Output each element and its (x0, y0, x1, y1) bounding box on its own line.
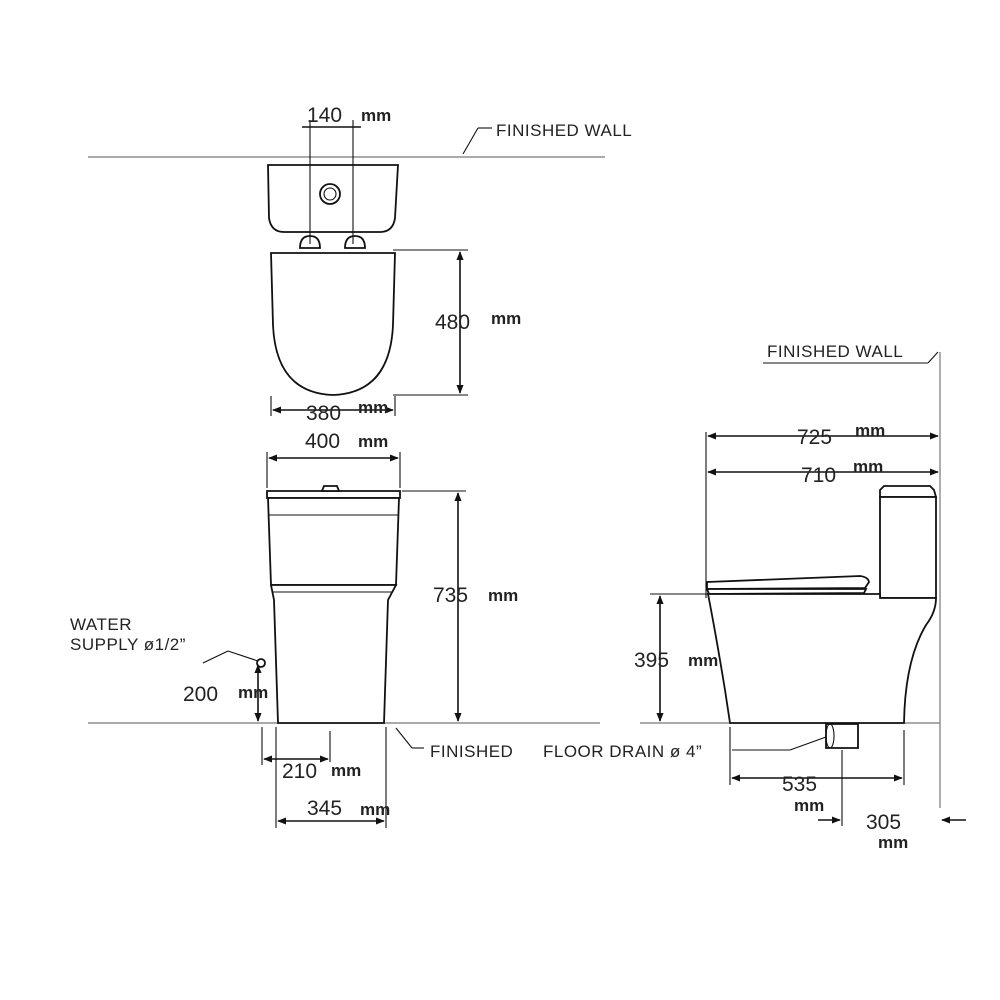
floor-drain-pipe-end (825, 723, 835, 749)
bowl-side-outline (706, 593, 937, 724)
dim-140-unit: mm (361, 106, 391, 125)
dim-395-unit: mm (688, 651, 718, 670)
dim-305-unit: mm (878, 833, 908, 852)
dim-345-value: 345 (307, 797, 342, 820)
dim-710-unit: mm (853, 457, 883, 476)
dim-305-value: 305 (866, 811, 901, 834)
wall-leader-side (927, 351, 939, 364)
hinge-right-icon (344, 235, 366, 249)
dim-200-value: 200 (183, 683, 218, 706)
dim-395-value: 395 (634, 649, 669, 672)
dim-200-unit: mm (238, 683, 268, 702)
water-supply-label-line2: SUPPLY ø1/2” (70, 635, 186, 654)
dim-735-unit: mm (488, 586, 518, 605)
tank-lid-side (879, 485, 938, 498)
flush-button-front-icon (320, 485, 341, 492)
water-supply-leader-b (227, 650, 259, 662)
front-view: FINISHED 400 mm 735 mm WATER SUPPLY ø1/2… (70, 430, 600, 828)
dim-210-value: 210 (282, 760, 317, 783)
dim-480-value: 480 (435, 311, 470, 334)
tank-side-outline (879, 496, 937, 599)
finished-floor-label: FINISHED (430, 742, 513, 761)
dim-380-unit: mm (358, 398, 388, 417)
floor-leader (395, 727, 413, 749)
side-view: FINISHED WALL FLOOR DRAIN ø 4” 725 mm 71… (543, 342, 966, 852)
floor-drain-label: FLOOR DRAIN ø 4” (543, 742, 702, 761)
dim-735-value: 735 (433, 584, 468, 607)
bowl-top-outline (270, 252, 396, 396)
finished-wall-label-top: FINISHED WALL (496, 121, 632, 140)
water-supply-label-line1: WATER (70, 615, 132, 634)
dim-140-value: 140 (307, 104, 342, 127)
flush-button-inner-icon (323, 187, 337, 201)
dim-535-unit: mm (794, 796, 824, 815)
floor-drain-leader (789, 736, 827, 751)
dim-400-unit: mm (358, 432, 388, 451)
tank-front-outline (267, 497, 400, 586)
seat-lid-side (706, 575, 870, 590)
floor-drain-pipe (825, 723, 859, 749)
dim-725-unit: mm (855, 421, 885, 440)
wall-leader-top (462, 127, 479, 155)
dim-210-unit: mm (331, 761, 361, 780)
dim-380-value: 380 (306, 402, 341, 425)
dim-535-value: 535 (782, 773, 817, 796)
bowl-front-outline (269, 584, 398, 724)
finished-wall-label-side: FINISHED WALL (767, 342, 903, 361)
water-supply-leader (202, 650, 229, 664)
dim-345-unit: mm (360, 800, 390, 819)
tank-lid-front (266, 490, 401, 499)
dim-400-value: 400 (305, 430, 340, 453)
seat-side (705, 588, 868, 595)
dim-710-value: 710 (801, 464, 836, 487)
top-view: FINISHED WALL 140 mm 480 mm 380 mm (88, 104, 632, 425)
dim-480-unit: mm (491, 309, 521, 328)
dim-725-value: 725 (797, 426, 832, 449)
flush-button-icon (319, 183, 341, 205)
